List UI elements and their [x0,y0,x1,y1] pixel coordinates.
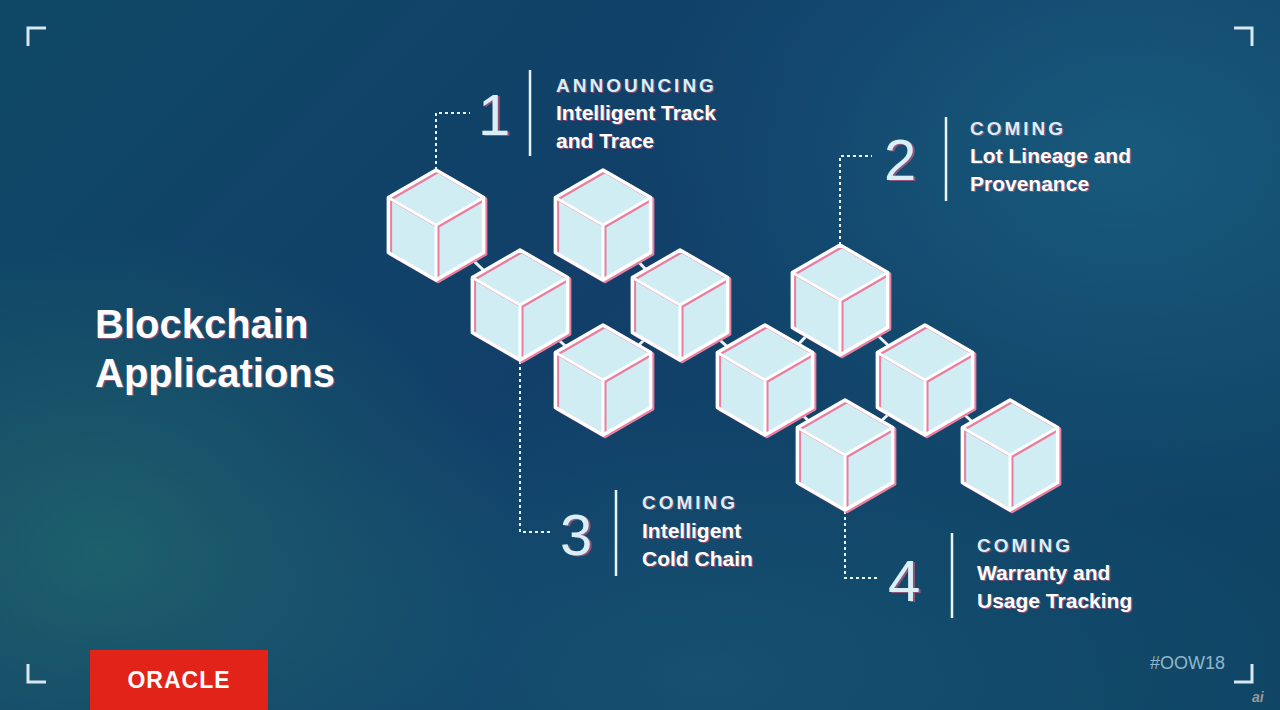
callout-status: ANNOUNCING [556,75,717,98]
event-hashtag: #OOW18 [1150,654,1225,672]
block-cube [797,400,894,512]
callout-name: Intelligent Cold Chain [642,517,792,573]
block-cube [962,400,1059,512]
corner-bracket [28,28,46,46]
callout-bar [945,117,948,201]
callout-bar [529,70,532,156]
leader-line [520,361,552,532]
corner-brackets [28,28,1252,682]
callout-status: COMING [642,492,738,515]
block-cube [555,170,652,282]
block-cube [717,325,814,437]
callout-name: Lot Lineage and Provenance [970,142,1138,198]
callout-number: 2 [884,131,916,189]
watermark: ai [1252,690,1264,704]
brand-logo-box: ORACLE [90,650,268,710]
block-cube [555,325,652,437]
leader-line [845,511,880,578]
callout-number: 3 [560,506,592,564]
block-cube [388,170,485,282]
slide-title: Blockchain Applications [95,300,395,398]
callout-number: 4 [888,552,920,610]
block-cube [877,325,974,437]
block-chain [388,170,1059,512]
corner-bracket [1234,664,1252,682]
logo-text: ORACLE [127,669,230,692]
callout-bar [951,533,954,618]
callout-name: Warranty and Usage Tracking [977,559,1147,615]
block-cube [792,245,889,357]
corner-bracket [28,664,46,682]
callout-status: COMING [970,118,1066,141]
leader-line [436,113,470,170]
leader-line [840,156,872,245]
block-cube [472,250,569,362]
leader-lines [436,113,880,578]
block-cube [632,250,729,362]
callout-status: COMING [977,535,1073,558]
callout-number: 1 [478,86,510,144]
corner-bracket [1234,28,1252,46]
callout-bar [615,490,618,576]
callout-name: Intelligent Track and Trace [556,99,746,155]
